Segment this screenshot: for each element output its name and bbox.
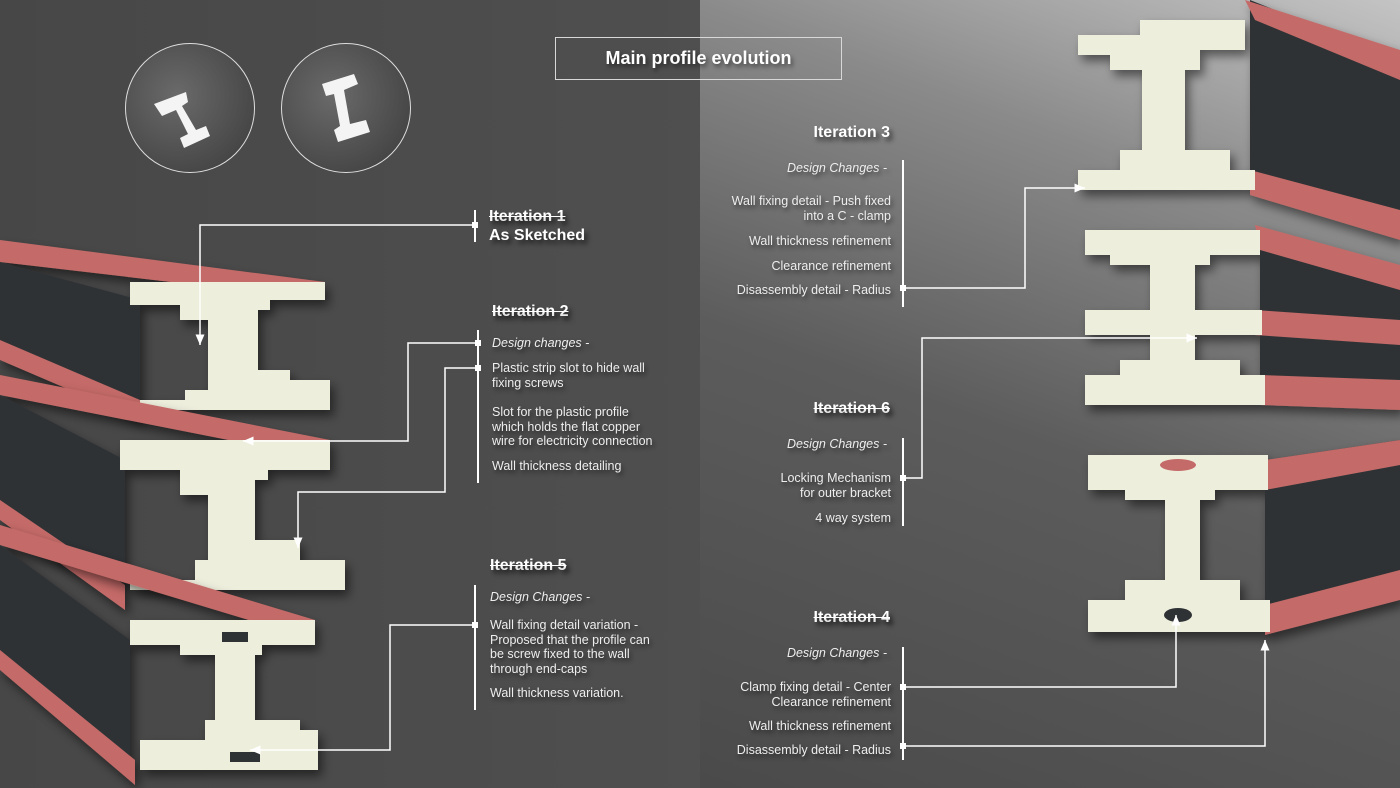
iteration-5-profile xyxy=(0,525,318,785)
iteration-3-item: Wall fixing detail - Push fixed into a C… xyxy=(731,194,891,223)
iteration-4-profile xyxy=(1088,440,1400,635)
iteration-2-item: Slot for the plastic profile which holds… xyxy=(492,405,653,448)
iteration-3-item: Clearance refinement xyxy=(771,259,891,273)
iteration-6-item: 4 way system xyxy=(815,511,891,525)
sketch-photo-1 xyxy=(125,43,255,173)
iteration-5-item: Wall thickness variation. xyxy=(490,686,624,700)
iteration-3-profile xyxy=(1078,0,1400,240)
page-title: Main profile evolution xyxy=(555,37,842,80)
iteration-5-heading: Design Changes - xyxy=(490,590,591,604)
iteration-4-heading: Design Changes - xyxy=(786,646,887,660)
iteration-3-item: Wall thickness refinement xyxy=(749,234,891,248)
iteration-6-profile xyxy=(1085,225,1400,410)
iteration-3-title: Iteration 3 xyxy=(813,124,890,141)
iteration-1-title: Iteration 1 xyxy=(489,208,566,225)
iteration-6-item: Locking Mechanism for outer bracket xyxy=(780,471,891,500)
iteration-2-profile xyxy=(0,375,345,610)
iteration-1-subtitle: As Sketched xyxy=(489,227,586,244)
iteration-4-item: Wall thickness refinement xyxy=(749,719,891,733)
iteration-2-heading: Design changes - xyxy=(492,336,590,350)
bracket-lines xyxy=(474,160,904,760)
iteration-5-item: Wall fixing detail variation - Proposed … xyxy=(490,618,650,676)
iteration-5-title: Iteration 5 xyxy=(490,557,567,574)
iteration-2-item: Plastic strip slot to hide wall fixing s… xyxy=(492,361,645,390)
iteration-6-heading: Design Changes - xyxy=(786,437,887,451)
iteration-6-title: Iteration 6 xyxy=(813,400,890,417)
iteration-4-item: Disassembly detail - Radius xyxy=(736,743,891,757)
iteration-4-title: Iteration 4 xyxy=(813,609,890,626)
iteration-4-item: Clamp fixing detail - Center Clearance r… xyxy=(740,680,891,709)
iteration-2-title: Iteration 2 xyxy=(492,303,569,320)
iteration-3-item: Disassembly detail - Radius xyxy=(736,283,891,297)
connector-lines xyxy=(195,183,1270,755)
iteration-2-item: Wall thickness detailing xyxy=(492,459,622,473)
iteration-3-heading: Design Changes - xyxy=(786,161,887,175)
sketch-photo-2 xyxy=(281,43,411,173)
